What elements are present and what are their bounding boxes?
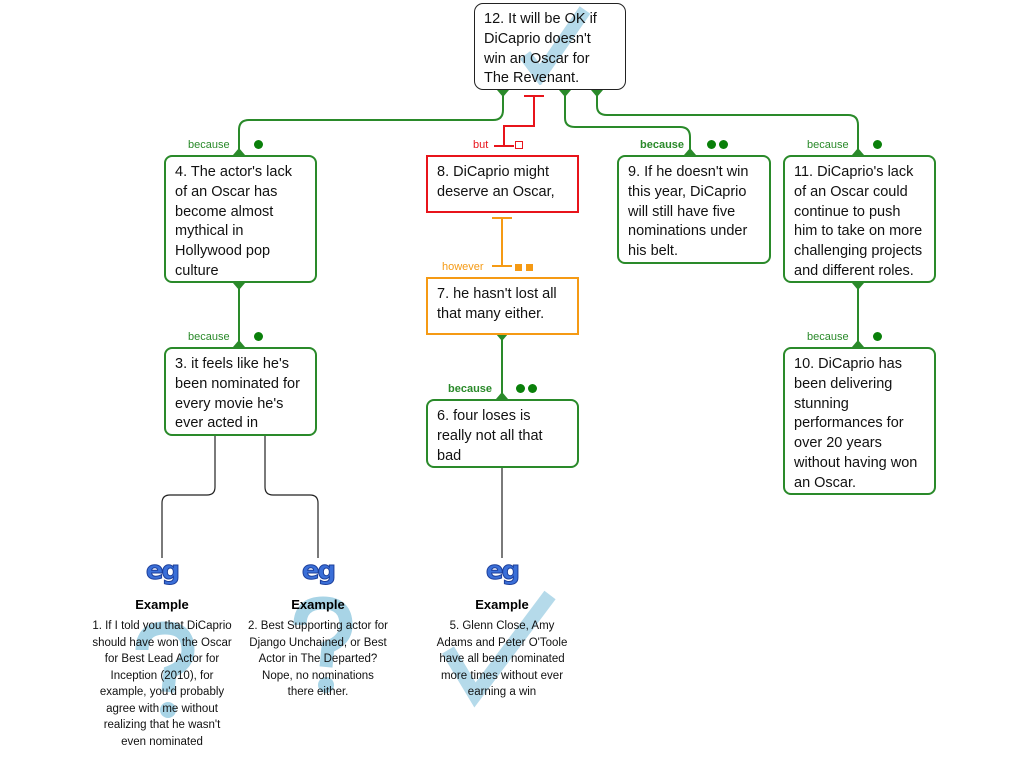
because-label: because (188, 139, 230, 151)
because-label: because (188, 331, 230, 343)
example-title: Example (291, 597, 345, 612)
support-dot-icon (528, 384, 537, 393)
because-label: because (448, 383, 493, 395)
support-dot-icon (873, 332, 882, 341)
node-text: 6. four loses is really not all that bad (437, 408, 543, 464)
question-watermark-icon (293, 596, 353, 693)
support-dot-icon (254, 140, 263, 149)
support-dot-icon (719, 140, 728, 149)
reason-node-10[interactable]: 10. DiCaprio has been delivering stunnin… (783, 347, 936, 495)
reason-node-6[interactable]: 6. four loses is really not all that bad (426, 399, 579, 468)
but-label: but (473, 139, 489, 151)
reason-node-11[interactable]: 11. DiCaprio's lack of an Oscar could co… (783, 155, 936, 283)
node-text: 3. it feels like he's been nominated for… (175, 356, 300, 432)
because-label: because (640, 139, 685, 151)
question-watermark-icon (135, 621, 195, 718)
however-label: however (442, 261, 484, 273)
check-watermark-icon (441, 590, 556, 708)
reason-node-4[interactable]: 4. The actor's lack of an Oscar has beco… (164, 155, 317, 283)
because-label: because (807, 331, 849, 343)
support-dot-icon (516, 384, 525, 393)
support-dot-icon (707, 140, 716, 149)
node-text: 7. he hasn't lost all that many either. (437, 286, 557, 322)
example-text: 1. If I told you that DiCaprio should ha… (92, 620, 232, 748)
example-title: Example (475, 597, 529, 612)
example-node-1[interactable]: Example 1. If I told you that DiCaprio sh… (92, 597, 232, 750)
rebuttal-node-7[interactable]: 7. he hasn't lost all that many either. (426, 277, 579, 335)
example-eg-icon: eg (485, 556, 520, 587)
example-title: Example (135, 597, 189, 612)
example-text: 2. Best Supporting actor for Django Unch… (248, 620, 388, 698)
node-text: 8. DiCaprio might deserve an Oscar, (437, 164, 555, 200)
reason-node-9[interactable]: 9. If he doesn't win this year, DiCaprio… (617, 155, 771, 264)
node-text: 9. If he doesn't win this year, DiCaprio… (628, 164, 749, 260)
example-eg-icon: eg (301, 556, 336, 587)
support-dot-icon (873, 140, 882, 149)
node-text: 10. DiCaprio has been delivering stunnin… (794, 356, 918, 491)
node-text: 4. The actor's lack of an Oscar has beco… (175, 164, 292, 279)
objection-node-8[interactable]: 8. DiCaprio might deserve an Oscar, (426, 155, 579, 213)
rebuttal-square-icon (515, 264, 522, 271)
main-claim-node[interactable]: 12. It will be OK if DiCaprio doesn't wi… (474, 3, 626, 90)
node-text: 12. It will be OK if DiCaprio doesn't wi… (484, 11, 597, 87)
support-dot-icon (254, 332, 263, 341)
example-node-5[interactable]: Example 5. Glenn Close, Amy Adams and Pet… (432, 597, 572, 701)
objection-square-icon (515, 141, 523, 149)
check-watermark-icon (520, 6, 590, 85)
example-eg-icon: eg (145, 556, 180, 587)
rebuttal-square-icon (526, 264, 533, 271)
because-label: because (807, 139, 849, 151)
node-text: 11. DiCaprio's lack of an Oscar could co… (794, 164, 923, 279)
example-text: 5. Glenn Close, Amy Adams and Peter O'To… (436, 620, 568, 698)
reason-node-3[interactable]: 3. it feels like he's been nominated for… (164, 347, 317, 436)
example-node-2[interactable]: Example 2. Best Supporting actor for Djan… (248, 597, 388, 701)
